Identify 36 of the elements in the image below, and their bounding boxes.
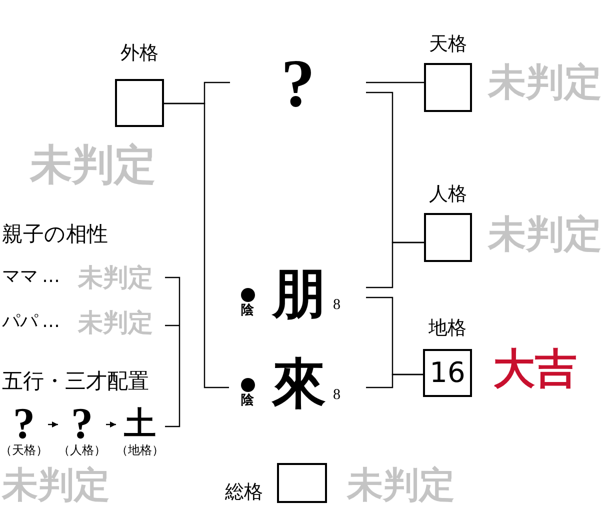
verdict-text: 未判定 — [2, 467, 110, 503]
parent-label: ママ — [2, 268, 38, 286]
stroke-count: 8 — [333, 298, 340, 313]
element-caption: （地格） — [116, 444, 164, 456]
box-label: 人格 — [428, 185, 468, 204]
verdict-text: 未判定 — [347, 467, 455, 503]
verdict-text: 未判定 — [78, 265, 153, 290]
parent-label: パパ — [2, 313, 38, 331]
name-character: ? — [280, 49, 316, 117]
verdict-text: 大吉 — [493, 348, 577, 390]
polarity-label: 陰 — [241, 304, 254, 317]
polarity-label: 陰 — [241, 394, 254, 407]
element-symbol: 土 — [123, 407, 157, 439]
element-caption: （人格） — [58, 444, 106, 456]
verdict-text: 未判定 — [488, 63, 602, 101]
section-heading: 親子の相性 — [2, 224, 108, 245]
box-label: 地格 — [428, 319, 468, 338]
element-caption: （天格） — [0, 444, 48, 456]
verdict-text: 未判定 — [488, 215, 602, 253]
ellipsis: … — [42, 268, 60, 286]
box-label: 天格 — [428, 35, 468, 54]
score-box: 16 — [423, 349, 472, 397]
verdict-text: 未判定 — [78, 310, 153, 335]
name-character: 朋 — [272, 266, 322, 320]
section-heading: 五行・三才配置 — [2, 371, 149, 392]
stroke-count: 8 — [333, 388, 340, 403]
verdict-text: 未判定 — [30, 144, 156, 186]
connector-line — [365, 82, 424, 84]
connector-line — [366, 242, 424, 288]
box-label: 外格 — [120, 44, 160, 63]
ellipsis: … — [42, 313, 60, 331]
connector-line — [366, 374, 423, 388]
connector-line — [164, 102, 229, 388]
arrow — [105, 422, 116, 428]
box-label: 総格 — [224, 483, 264, 502]
arrow — [47, 422, 58, 428]
